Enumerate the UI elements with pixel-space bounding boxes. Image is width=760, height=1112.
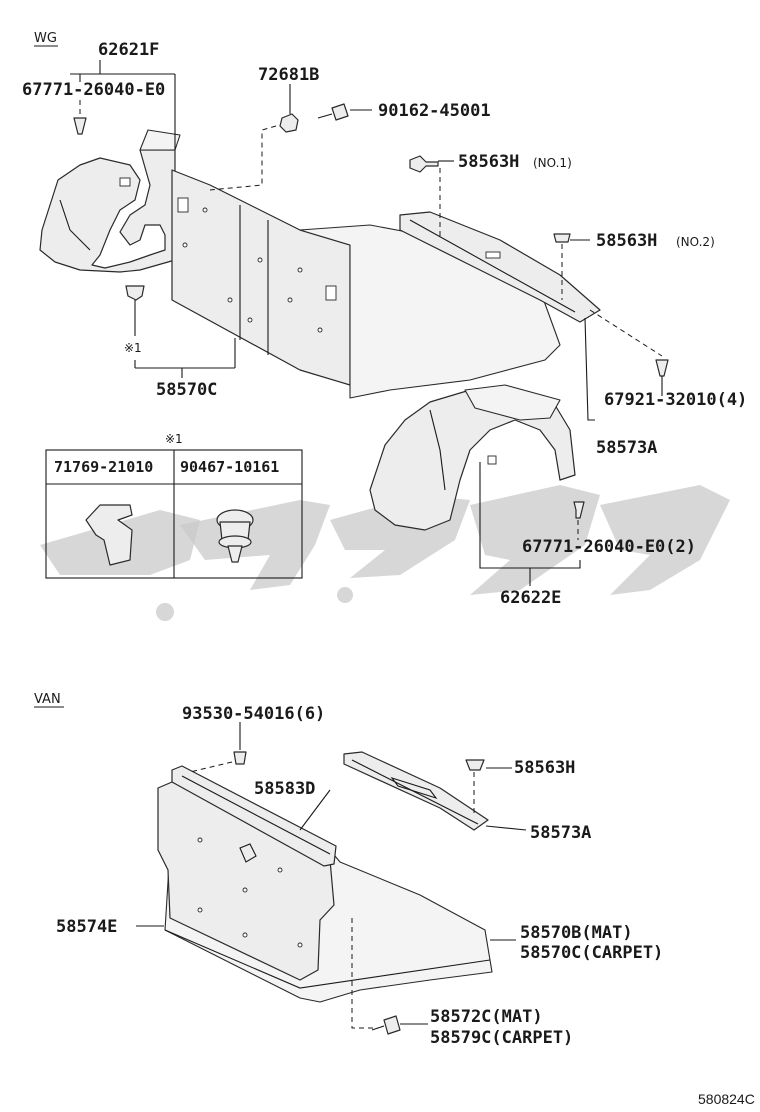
clip-67771-wg-top bbox=[73, 117, 87, 135]
label-67771-a: 67771-26040-E0 bbox=[22, 80, 165, 100]
label-58583d: 58583D bbox=[254, 779, 315, 799]
wheel-house-trim-left bbox=[39, 129, 181, 273]
clip-58563h-no2 bbox=[553, 233, 571, 243]
label-58574e: 58574E bbox=[56, 917, 117, 937]
sill-plate-58573a-van bbox=[343, 751, 489, 831]
partition-bar-58583d bbox=[171, 765, 337, 867]
label-62622e: 62622E bbox=[500, 588, 561, 608]
nut-72681b bbox=[279, 113, 299, 133]
label-58570c: 58570C bbox=[156, 380, 217, 400]
label-58563h-no1-note: (NO.1) bbox=[533, 156, 572, 170]
label-58563h-no2-note: (NO.2) bbox=[676, 235, 715, 249]
screw-90162 bbox=[317, 103, 349, 121]
label-67921: 67921-32010(4) bbox=[604, 390, 747, 410]
fastener-table: ※1 71769-21010 90467-10161 bbox=[45, 432, 303, 579]
label-72681b: 72681B bbox=[258, 65, 319, 85]
fastener-table-title: ※1 bbox=[165, 432, 183, 446]
label-58573a-van: 58573A bbox=[530, 823, 591, 843]
label-93530: 93530-54016(6) bbox=[182, 704, 325, 724]
sill-plate-58573a-wg bbox=[399, 211, 601, 323]
clip-67771-wg-bottom bbox=[573, 501, 585, 519]
clip-71769-illustration bbox=[85, 504, 133, 566]
label-58563h-van: 58563H bbox=[514, 758, 575, 778]
label-58563h-no1: 58563H bbox=[458, 152, 519, 172]
label-58579c: 58579C(CARPET) bbox=[430, 1028, 573, 1048]
clip-58563h-no1 bbox=[409, 155, 439, 173]
leader-lines-wg bbox=[70, 60, 663, 586]
section-label-wg: WG bbox=[34, 31, 57, 46]
section-label-van: VAN bbox=[34, 692, 61, 707]
screw-93530 bbox=[233, 751, 247, 765]
label-note-mark: ※1 bbox=[124, 341, 142, 355]
label-58570c-van: 58570C(CARPET) bbox=[520, 943, 663, 963]
clip-90467-illustration bbox=[216, 509, 254, 563]
diagram-reference: 580824C bbox=[698, 1091, 755, 1107]
fastener-table-col-2: 90467-10161 bbox=[180, 458, 279, 476]
clip-note1-fastener bbox=[125, 285, 145, 301]
label-67771-b: 67771-26040-E0(2) bbox=[522, 537, 696, 557]
label-90162: 90162-45001 bbox=[378, 101, 491, 121]
leader-lines-van bbox=[136, 722, 527, 1029]
label-58573a-wg: 58573A bbox=[596, 438, 657, 458]
floor-panel-58570c bbox=[171, 169, 561, 399]
label-58570b: 58570B(MAT) bbox=[520, 923, 633, 943]
screw-58572c bbox=[371, 1015, 401, 1035]
wheel-house-trim-right bbox=[369, 384, 576, 531]
label-58563h-no2: 58563H bbox=[596, 231, 657, 251]
label-58572c: 58572C(MAT) bbox=[430, 1007, 543, 1027]
clip-67921 bbox=[655, 359, 669, 377]
watermark-logo bbox=[40, 485, 730, 621]
label-62621f: 62621F bbox=[98, 40, 159, 60]
clip-58563h-van bbox=[465, 759, 485, 771]
fastener-table-col-1: 71769-21010 bbox=[54, 458, 153, 476]
